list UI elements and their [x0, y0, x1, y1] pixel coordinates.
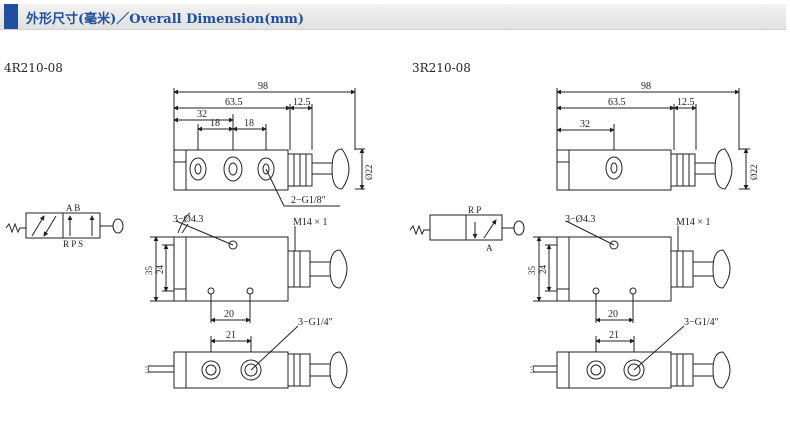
note-holes-4r: 3−Ø4.3 [173, 214, 203, 225]
dim-20-4r: 20 [224, 309, 234, 320]
dim-total-4r: 98 [258, 81, 268, 92]
pneumatic-symbol-3r: R P A [409, 205, 525, 253]
side-view-4r: 3−Ø4.3 M14 × 1 35 24 20 [144, 212, 348, 323]
top-view-4r: 98 63.5 12.5 32 18 18 [173, 81, 374, 207]
note-holes-3r: 3−Ø4.3 [565, 214, 595, 225]
dim-18a-4r: 18 [210, 118, 220, 129]
pneumatic-symbol-4r: A B R P S [5, 203, 124, 249]
model-label-3r210: 3R210-08 [412, 61, 471, 75]
symbol-ports-top-3r: R P [468, 205, 481, 215]
valve-4r210-drawing: A B R P S 98 63.5 12.5 32 18 18 [5, 81, 374, 389]
dim-63-4r: 63.5 [225, 97, 243, 108]
dim-63-3r: 63.5 [608, 97, 626, 108]
model-label-4r210: 4R210-08 [4, 61, 63, 75]
dim-20-3r: 20 [608, 309, 618, 320]
dim-32-4r: 32 [197, 109, 207, 120]
section-header: 外形尺寸(毫米)／Overall Dimension(mm) [0, 4, 786, 30]
dim-3-4r: 3 [145, 365, 150, 375]
dim-32-3r: 32 [580, 119, 590, 130]
note-port-4r: 2−G1/8″ [291, 195, 326, 206]
symbol-ports-bottom-4r: R P S [63, 239, 83, 249]
dim-35-3r: 35 [527, 266, 537, 276]
dim-24-3r: 24 [538, 265, 548, 275]
dim-dia22-4r: Ø22 [364, 165, 374, 181]
side-view-3r: 3−Ø4.3 M14 × 1 35 24 20 [527, 214, 731, 323]
symbol-ports-top-4r: A B [66, 203, 80, 213]
header-accent-bar [4, 4, 18, 29]
bottom-view-3r: 21 3−G1/4″ 3 [530, 317, 731, 389]
bottom-view-4r: 21 3−G1/4″ 3 [145, 317, 348, 389]
dim-dia22-3r: Ø22 [749, 165, 759, 181]
note-thread-3r: M14 × 1 [676, 217, 711, 228]
note-thread-4r: M14 × 1 [293, 217, 328, 228]
dim-3-3r: 3 [530, 365, 535, 375]
dim-21-4r: 21 [226, 330, 236, 341]
dim-24-4r: 24 [155, 265, 165, 275]
dim-total-3r: 98 [641, 81, 651, 92]
dim-35-4r: 35 [144, 266, 154, 276]
symbol-ports-bottom-3r: A [486, 243, 493, 253]
note-port2-4r: 3−G1/4″ [298, 317, 333, 328]
dim-125-3r: 12.5 [677, 97, 695, 108]
dim-18b-4r: 18 [244, 118, 254, 129]
dim-21-3r: 21 [609, 330, 619, 341]
note-port2-3r: 3−G1/4″ [684, 317, 719, 328]
section-title: 外形尺寸(毫米)／Overall Dimension(mm) [26, 12, 305, 27]
valve-3r210-drawing: R P A 98 63.5 12.5 32 [409, 81, 759, 389]
dim-125-4r: 12.5 [293, 97, 311, 108]
top-view-3r: 98 63.5 12.5 32 Ø22 [556, 81, 759, 191]
